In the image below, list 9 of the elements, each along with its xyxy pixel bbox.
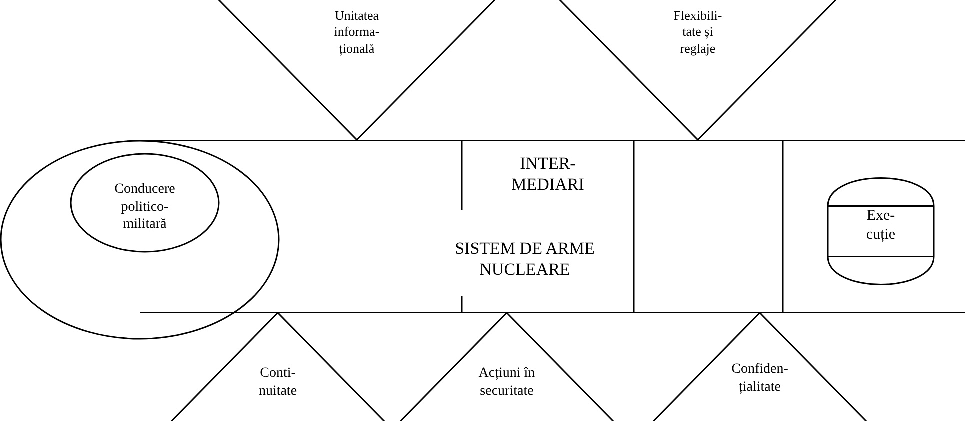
node-label: Conducere politico-militară [114,181,176,234]
node-label: Acțiuni în securitate [478,365,536,400]
node-label: Unitatea informa-țională [333,8,381,57]
system-label: SISTEM DE ARME NUCLEARE [454,238,596,280]
node-label: Confiden-țialitate [730,361,790,396]
node-label: Flexibili-tate și reglaje [672,8,724,57]
node-label: INTER-MEDIARI [510,153,586,196]
node-label: Exe-cuție [865,207,897,244]
node-label: Conti-nuitate [258,365,298,400]
